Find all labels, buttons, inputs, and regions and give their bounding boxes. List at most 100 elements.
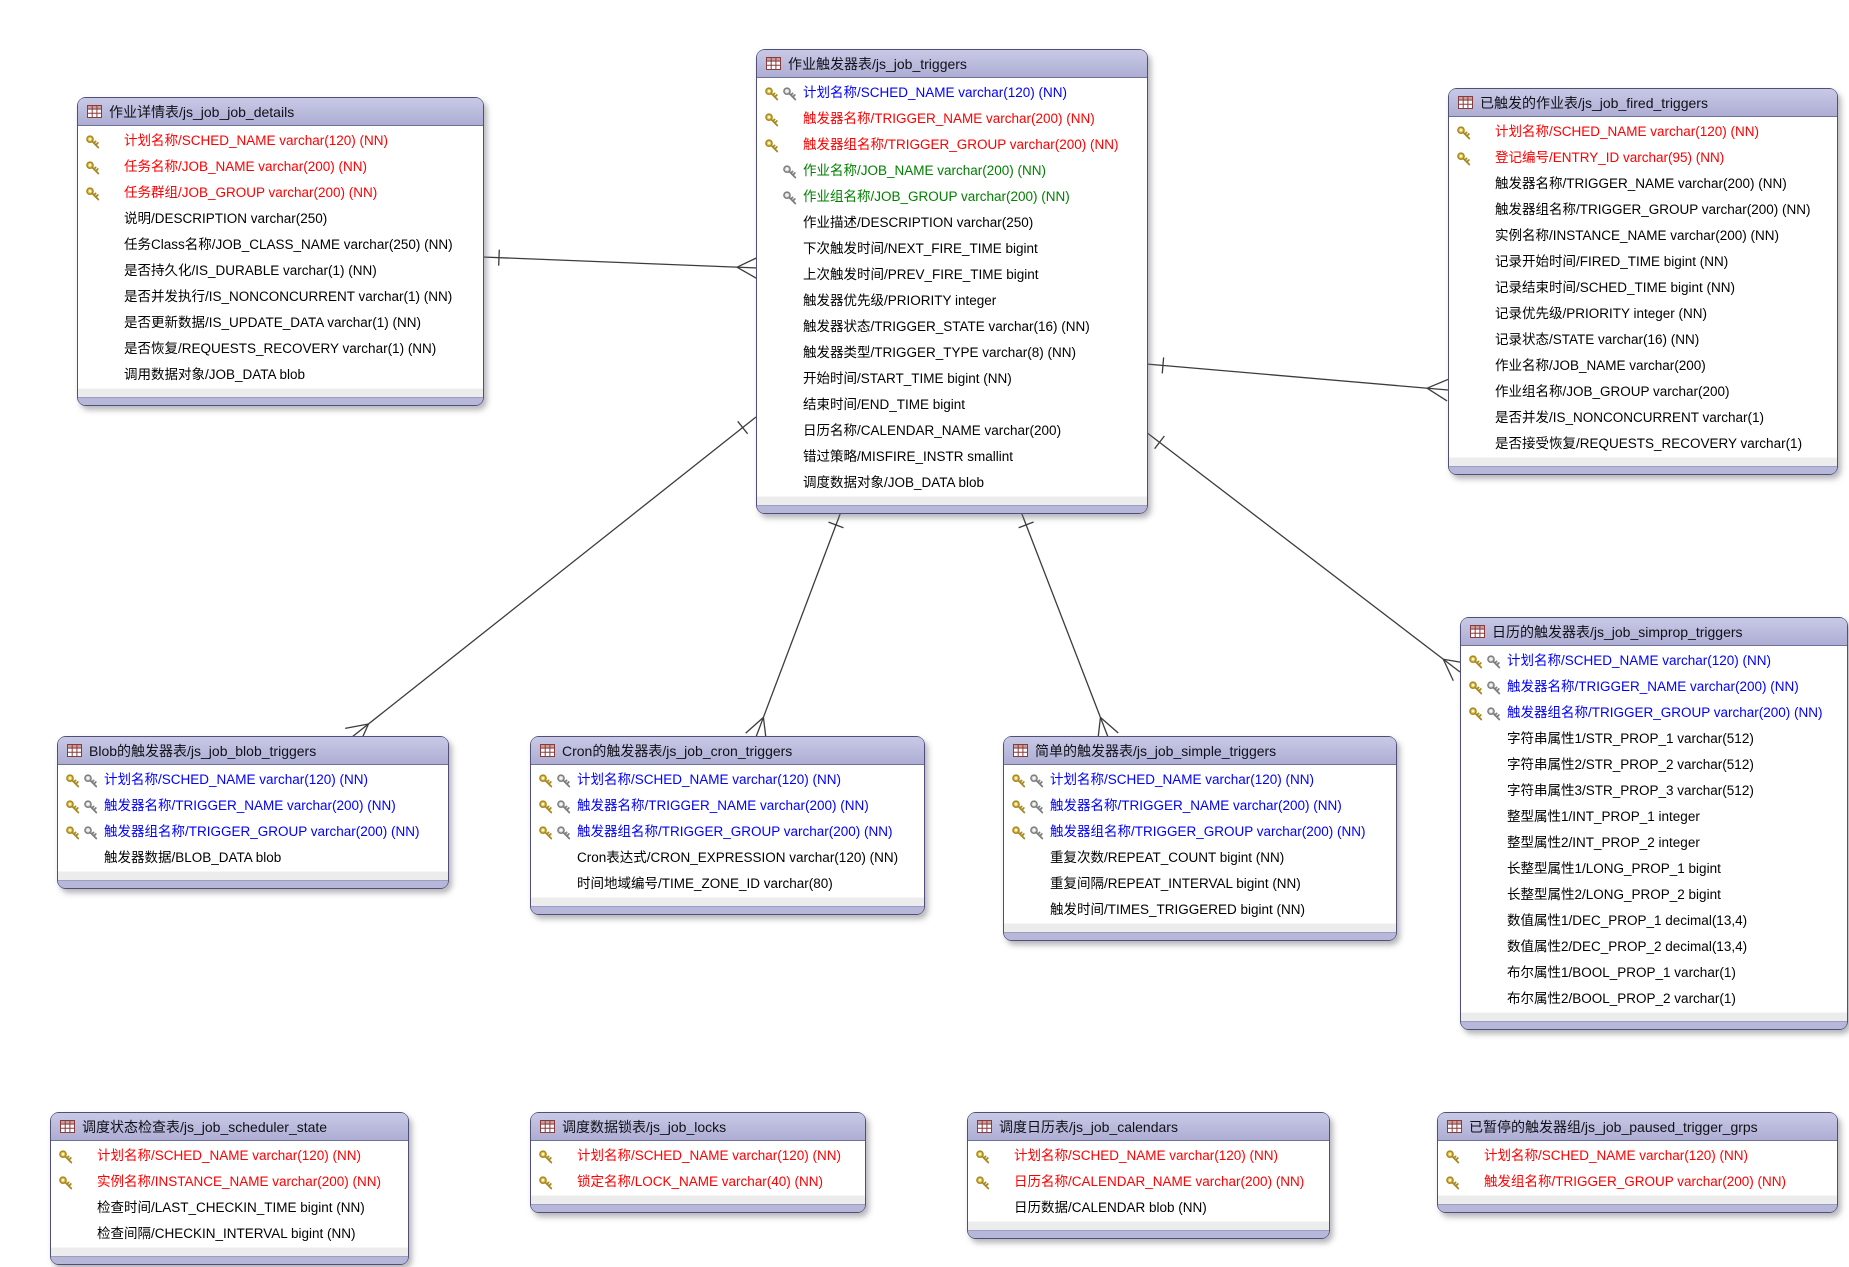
- column-row[interactable]: 整型属性2/INT_PROP_2 integer: [1461, 830, 1847, 856]
- column-row[interactable]: 记录结束时间/SCHED_TIME bigint (NN): [1449, 275, 1837, 301]
- column-row[interactable]: 重复次数/REPEAT_COUNT bigint (NN): [1004, 845, 1396, 871]
- column-row[interactable]: 触发器类型/TRIGGER_TYPE varchar(8) (NN): [757, 340, 1147, 366]
- column-row[interactable]: 是否接受恢复/REQUESTS_RECOVERY varchar(1): [1449, 431, 1837, 457]
- table-header[interactable]: 调度数据锁表/js_job_locks: [531, 1113, 865, 1141]
- column-row[interactable]: 是否恢复/REQUESTS_RECOVERY varchar(1) (NN): [78, 336, 483, 362]
- column-row[interactable]: 计划名称/SCHED_NAME varchar(120) (NN): [58, 767, 448, 793]
- column-row[interactable]: 触发器状态/TRIGGER_STATE varchar(16) (NN): [757, 314, 1147, 340]
- column-row[interactable]: 触发器名称/TRIGGER_NAME varchar(200) (NN): [1449, 171, 1837, 197]
- table-header[interactable]: 简单的触发器表/js_job_simple_triggers: [1004, 737, 1396, 765]
- column-row[interactable]: 触发器名称/TRIGGER_NAME varchar(200) (NN): [58, 793, 448, 819]
- er-table-job_details[interactable]: 作业详情表/js_job_job_details 计划名称/SCHED_NAME…: [77, 97, 484, 406]
- column-row[interactable]: 作业名称/JOB_NAME varchar(200) (NN): [757, 158, 1147, 184]
- column-row[interactable]: 记录状态/STATE varchar(16) (NN): [1449, 327, 1837, 353]
- column-row[interactable]: 触发器名称/TRIGGER_NAME varchar(200) (NN): [1461, 674, 1847, 700]
- column-row[interactable]: 计划名称/SCHED_NAME varchar(120) (NN): [1461, 648, 1847, 674]
- column-row[interactable]: 日历名称/CALENDAR_NAME varchar(200) (NN): [968, 1169, 1329, 1195]
- column-row[interactable]: 错过策略/MISFIRE_INSTR smallint: [757, 444, 1147, 470]
- column-row[interactable]: 长整型属性2/LONG_PROP_2 bigint: [1461, 882, 1847, 908]
- table-header[interactable]: 已暂停的触发器组/js_job_paused_trigger_grps: [1438, 1113, 1837, 1141]
- column-row[interactable]: 计划名称/SCHED_NAME varchar(120) (NN): [1449, 119, 1837, 145]
- column-row[interactable]: 长整型属性1/LONG_PROP_1 bigint: [1461, 856, 1847, 882]
- column-row[interactable]: 触发器组名称/TRIGGER_GROUP varchar(200) (NN): [531, 819, 924, 845]
- column-row[interactable]: 触发器数据/BLOB_DATA blob: [58, 845, 448, 871]
- column-row[interactable]: 任务Class名称/JOB_CLASS_NAME varchar(250) (N…: [78, 232, 483, 258]
- column-row[interactable]: 是否并发执行/IS_NONCONCURRENT varchar(1) (NN): [78, 284, 483, 310]
- column-row[interactable]: 触发器优先级/PRIORITY integer: [757, 288, 1147, 314]
- column-row[interactable]: 调用数据对象/JOB_DATA blob: [78, 362, 483, 388]
- er-table-fired_triggers[interactable]: 已触发的作业表/js_job_fired_triggers 计划名称/SCHED…: [1448, 88, 1838, 475]
- column-row[interactable]: 重复间隔/REPEAT_INTERVAL bigint (NN): [1004, 871, 1396, 897]
- column-row[interactable]: 作业组名称/JOB_GROUP varchar(200): [1449, 379, 1837, 405]
- column-row[interactable]: 上次触发时间/PREV_FIRE_TIME bigint: [757, 262, 1147, 288]
- column-row[interactable]: 下次触发时间/NEXT_FIRE_TIME bigint: [757, 236, 1147, 262]
- column-row[interactable]: 计划名称/SCHED_NAME varchar(120) (NN): [78, 128, 483, 154]
- column-row[interactable]: 作业描述/DESCRIPTION varchar(250): [757, 210, 1147, 236]
- column-row[interactable]: 锁定名称/LOCK_NAME varchar(40) (NN): [531, 1169, 865, 1195]
- column-row[interactable]: 是否更新数据/IS_UPDATE_DATA varchar(1) (NN): [78, 310, 483, 336]
- er-table-simprop_triggers[interactable]: 日历的触发器表/js_job_simprop_triggers 计划名称/SCH…: [1460, 617, 1848, 1030]
- column-row[interactable]: 计划名称/SCHED_NAME varchar(120) (NN): [531, 1143, 865, 1169]
- column-row[interactable]: 记录开始时间/FIRED_TIME bigint (NN): [1449, 249, 1837, 275]
- column-row[interactable]: 字符串属性3/STR_PROP_3 varchar(512): [1461, 778, 1847, 804]
- table-header[interactable]: 调度日历表/js_job_calendars: [968, 1113, 1329, 1141]
- column-row[interactable]: 布尔属性2/BOOL_PROP_2 varchar(1): [1461, 986, 1847, 1012]
- er-table-blob_triggers[interactable]: Blob的触发器表/js_job_blob_triggers 计划名称/SCHE…: [57, 736, 449, 889]
- column-row[interactable]: 是否持久化/IS_DURABLE varchar(1) (NN): [78, 258, 483, 284]
- column-row[interactable]: 触发器组名称/TRIGGER_GROUP varchar(200) (NN): [1004, 819, 1396, 845]
- column-row[interactable]: 触发器名称/TRIGGER_NAME varchar(200) (NN): [531, 793, 924, 819]
- column-row[interactable]: 触发器名称/TRIGGER_NAME varchar(200) (NN): [757, 106, 1147, 132]
- column-row[interactable]: 触发器组名称/TRIGGER_GROUP varchar(200) (NN): [58, 819, 448, 845]
- column-row[interactable]: 结束时间/END_TIME bigint: [757, 392, 1147, 418]
- column-row[interactable]: 调度数据对象/JOB_DATA blob: [757, 470, 1147, 496]
- relationship-triggers-cron_triggers[interactable]: [745, 508, 844, 741]
- column-row[interactable]: 任务名称/JOB_NAME varchar(200) (NN): [78, 154, 483, 180]
- table-header[interactable]: Blob的触发器表/js_job_blob_triggers: [58, 737, 448, 765]
- column-row[interactable]: 日历数据/CALENDAR blob (NN): [968, 1195, 1329, 1221]
- er-table-scheduler_state[interactable]: 调度状态检查表/js_job_scheduler_state 计划名称/SCHE…: [50, 1112, 409, 1265]
- column-row[interactable]: 触发器组名称/TRIGGER_GROUP varchar(200) (NN): [757, 132, 1147, 158]
- column-row[interactable]: 整型属性1/INT_PROP_1 integer: [1461, 804, 1847, 830]
- column-row[interactable]: 计划名称/SCHED_NAME varchar(120) (NN): [968, 1143, 1329, 1169]
- column-row[interactable]: 检查时间/LAST_CHECKIN_TIME bigint (NN): [51, 1195, 408, 1221]
- column-row[interactable]: 数值属性1/DEC_PROP_1 decimal(13,4): [1461, 908, 1847, 934]
- column-row[interactable]: 字符串属性1/STR_PROP_1 varchar(512): [1461, 726, 1847, 752]
- er-table-paused_trigger_grps[interactable]: 已暂停的触发器组/js_job_paused_trigger_grps 计划名称…: [1437, 1112, 1838, 1213]
- table-header[interactable]: 调度状态检查表/js_job_scheduler_state: [51, 1113, 408, 1141]
- er-table-locks[interactable]: 调度数据锁表/js_job_locks 计划名称/SCHED_NAME varc…: [530, 1112, 866, 1213]
- column-row[interactable]: 是否并发/IS_NONCONCURRENT varchar(1): [1449, 405, 1837, 431]
- er-table-cron_triggers[interactable]: Cron的触发器表/js_job_cron_triggers 计划名称/SCHE…: [530, 736, 925, 915]
- column-row[interactable]: 字符串属性2/STR_PROP_2 varchar(512): [1461, 752, 1847, 778]
- relationship-job_details-triggers[interactable]: [481, 249, 759, 280]
- column-row[interactable]: 触发器组名称/TRIGGER_GROUP varchar(200) (NN): [1461, 700, 1847, 726]
- relationship-triggers-simprop_triggers[interactable]: [1145, 431, 1467, 682]
- column-row[interactable]: 布尔属性1/BOOL_PROP_1 varchar(1): [1461, 960, 1847, 986]
- column-row[interactable]: 实例名称/INSTANCE_NAME varchar(200) (NN): [51, 1169, 408, 1195]
- table-header[interactable]: 已触发的作业表/js_job_fired_triggers: [1449, 89, 1837, 117]
- column-row[interactable]: 触发器组名称/TRIGGER_GROUP varchar(200) (NN): [1449, 197, 1837, 223]
- er-table-calendars[interactable]: 调度日历表/js_job_calendars 计划名称/SCHED_NAME v…: [967, 1112, 1330, 1239]
- table-header[interactable]: 作业触发器表/js_job_triggers: [757, 50, 1147, 78]
- column-row[interactable]: 计划名称/SCHED_NAME varchar(120) (NN): [51, 1143, 408, 1169]
- column-row[interactable]: 说明/DESCRIPTION varchar(250): [78, 206, 483, 232]
- er-table-triggers[interactable]: 作业触发器表/js_job_triggers 计划名称/SCHED_NAME v…: [756, 49, 1148, 514]
- column-row[interactable]: 触发组名称/TRIGGER_GROUP varchar(200) (NN): [1438, 1169, 1837, 1195]
- table-header[interactable]: Cron的触发器表/js_job_cron_triggers: [531, 737, 924, 765]
- column-row[interactable]: Cron表达式/CRON_EXPRESSION varchar(120) (NN…: [531, 845, 924, 871]
- column-row[interactable]: 记录优先级/PRIORITY integer (NN): [1449, 301, 1837, 327]
- relationship-triggers-fired_triggers[interactable]: [1145, 357, 1450, 402]
- column-row[interactable]: 计划名称/SCHED_NAME varchar(120) (NN): [531, 767, 924, 793]
- column-row[interactable]: 计划名称/SCHED_NAME varchar(120) (NN): [1438, 1143, 1837, 1169]
- column-row[interactable]: 触发器名称/TRIGGER_NAME varchar(200) (NN): [1004, 793, 1396, 819]
- table-header[interactable]: 作业详情表/js_job_job_details: [78, 98, 483, 126]
- column-row[interactable]: 日历名称/CALENDAR_NAME varchar(200): [757, 418, 1147, 444]
- er-table-simple_triggers[interactable]: 简单的触发器表/js_job_simple_triggers 计划名称/SCHE…: [1003, 736, 1397, 941]
- relationship-triggers-simple_triggers[interactable]: [1018, 508, 1119, 742]
- column-row[interactable]: 作业组名称/JOB_GROUP varchar(200) (NN): [757, 184, 1147, 210]
- column-row[interactable]: 数值属性2/DEC_PROP_2 decimal(13,4): [1461, 934, 1847, 960]
- column-row[interactable]: 登记编号/ENTRY_ID varchar(95) (NN): [1449, 145, 1837, 171]
- column-row[interactable]: 实例名称/INSTANCE_NAME varchar(200) (NN): [1449, 223, 1837, 249]
- column-row[interactable]: 计划名称/SCHED_NAME varchar(120) (NN): [757, 80, 1147, 106]
- column-row[interactable]: 检查间隔/CHECKIN_INTERVAL bigint (NN): [51, 1221, 408, 1247]
- table-header[interactable]: 日历的触发器表/js_job_simprop_triggers: [1461, 618, 1847, 646]
